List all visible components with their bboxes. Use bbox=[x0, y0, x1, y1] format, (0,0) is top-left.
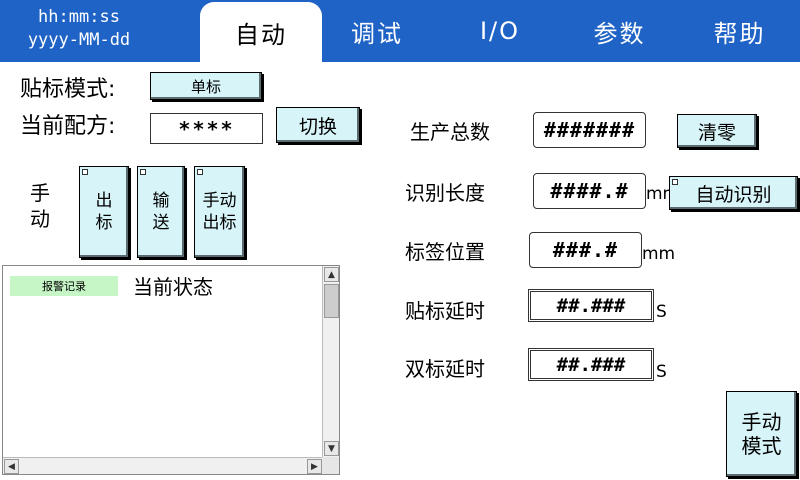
label-position-label: 标签位置 bbox=[405, 240, 485, 264]
total-count-value: ####### bbox=[533, 112, 646, 148]
detect-length-value: ####.# bbox=[533, 173, 646, 209]
manual-label-out-button[interactable]: 出 标 bbox=[79, 166, 129, 258]
alarm-log-panel[interactable]: 报警记录 当前状态 ▲ ▼ ◀ ▶ bbox=[2, 265, 340, 475]
label-delay-label: 贴标延时 bbox=[405, 299, 485, 323]
status-title: 当前状态 bbox=[133, 275, 213, 299]
tab-help[interactable]: 帮助 bbox=[713, 19, 766, 48]
label-delay-unit: S bbox=[656, 302, 667, 322]
tab-io[interactable]: I/O bbox=[479, 17, 521, 45]
scroll-right-icon[interactable]: ▶ bbox=[307, 459, 322, 474]
auto-detect-button[interactable]: 自动识别 bbox=[669, 176, 798, 210]
recipe-label: 当前配方: bbox=[20, 114, 116, 139]
recipe-value: **** bbox=[150, 113, 263, 144]
scroll-left-icon[interactable]: ◀ bbox=[4, 459, 19, 474]
scroll-thumb[interactable] bbox=[324, 284, 339, 318]
switch-recipe-button[interactable]: 切换 bbox=[276, 107, 360, 143]
mode-label: 贴标模式: bbox=[20, 77, 116, 102]
alarm-log-tag[interactable]: 报警记录 bbox=[10, 276, 118, 296]
tab-params[interactable]: 参数 bbox=[593, 19, 646, 48]
header-bar bbox=[0, 0, 800, 62]
clock-date: yyyy-MM-dd bbox=[27, 30, 131, 50]
corner-mark bbox=[82, 169, 88, 175]
vertical-scrollbar[interactable]: ▲ ▼ bbox=[322, 266, 339, 457]
manual-label: 手 动 bbox=[30, 181, 50, 231]
label-position-unit: mm bbox=[642, 244, 676, 264]
tab-auto[interactable]: 自动 bbox=[200, 2, 322, 62]
scroll-up-icon[interactable]: ▲ bbox=[324, 267, 339, 282]
double-label-delay-label: 双标延时 bbox=[405, 357, 485, 381]
manual-mode-button[interactable]: 手动 模式 bbox=[726, 391, 797, 477]
double-label-delay-unit: S bbox=[656, 362, 667, 382]
corner-mark bbox=[672, 179, 678, 185]
label-delay-value: ##.### bbox=[528, 289, 654, 322]
label-position-value: ###.# bbox=[529, 232, 642, 268]
clock-time: hh:mm:ss bbox=[38, 7, 120, 27]
clock: hh:mm:ss yyyy-MM-dd bbox=[0, 0, 158, 56]
tab-debug[interactable]: 调试 bbox=[351, 19, 403, 48]
clear-count-button[interactable]: 清零 bbox=[677, 114, 757, 148]
total-count-label: 生产总数 bbox=[410, 120, 490, 144]
scroll-down-icon[interactable]: ▼ bbox=[324, 441, 339, 456]
manual-convey-button[interactable]: 输 送 bbox=[137, 166, 185, 258]
double-label-delay-value: ##.### bbox=[528, 348, 654, 381]
horizontal-scrollbar[interactable]: ◀ ▶ bbox=[3, 457, 323, 474]
corner-mark bbox=[140, 169, 146, 175]
scroll-corner bbox=[322, 457, 339, 474]
detect-length-label: 识别长度 bbox=[405, 181, 485, 205]
manual-label-dispense-button[interactable]: 手动 出标 bbox=[194, 166, 245, 258]
corner-mark bbox=[197, 169, 203, 175]
mode-button[interactable]: 单标 bbox=[150, 72, 262, 100]
